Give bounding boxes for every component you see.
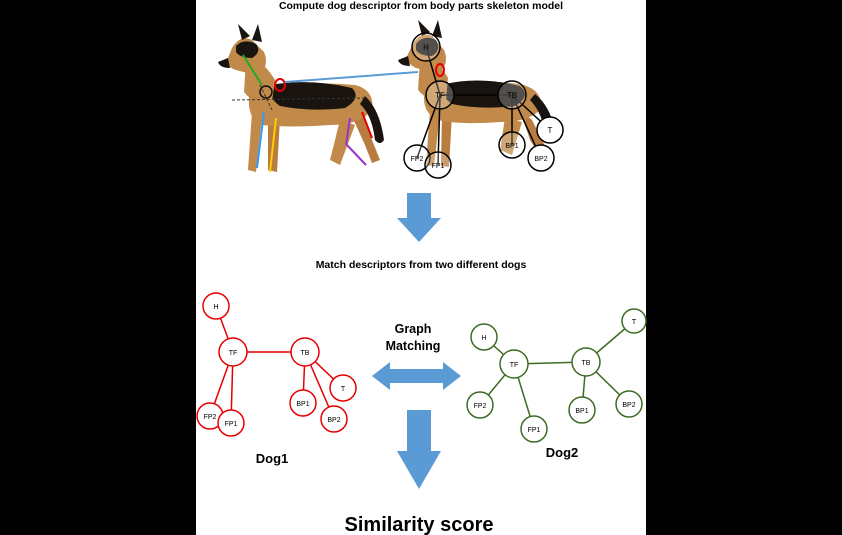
top-caption: Compute dog descriptor from body parts s…: [279, 0, 563, 12]
svg-text:T: T: [341, 386, 346, 393]
svg-text:BP1: BP1: [505, 143, 518, 150]
svg-text:H: H: [481, 335, 486, 342]
right-skel-node-tf: TF: [425, 80, 455, 110]
down-arrow-top: [397, 193, 441, 242]
svg-text:T: T: [548, 126, 553, 135]
right-dog-skeleton: H TF TB T BP1 BP2 FP2 FP1: [403, 32, 564, 179]
match-caption: Match descriptors from two different dog…: [316, 259, 527, 271]
dog2-node-fp1: FP1: [520, 415, 548, 443]
dog1-node-bp1: BP1: [289, 389, 317, 417]
svg-text:FP1: FP1: [225, 421, 238, 428]
graph-matching-line1: Graph: [395, 322, 432, 336]
svg-text:BP2: BP2: [327, 417, 340, 424]
dog1-node-h: H: [202, 292, 230, 320]
correspondence-line: [284, 71, 419, 83]
dog1-label: Dog1: [256, 451, 289, 466]
right-skel-node-t: T: [536, 116, 564, 144]
svg-text:BP2: BP2: [622, 402, 635, 409]
dog1-node-tf: TF: [218, 337, 248, 367]
svg-text:BP2: BP2: [534, 156, 547, 163]
svg-text:TB: TB: [507, 91, 517, 100]
svg-text:FP2: FP2: [411, 156, 424, 163]
svg-text:FP1: FP1: [432, 163, 445, 170]
right-skel-node-fp2: FP2: [403, 144, 431, 172]
dog1-node-fp1: FP1: [217, 409, 245, 437]
dog2-node-tb: TB: [571, 347, 601, 377]
dog2-label: Dog2: [546, 445, 579, 460]
right-skel-node-tb: TB: [497, 80, 527, 110]
svg-text:TF: TF: [229, 350, 238, 357]
svg-text:FP1: FP1: [528, 427, 541, 434]
svg-text:BP1: BP1: [575, 408, 588, 415]
svg-text:TF: TF: [435, 91, 445, 100]
svg-text:H: H: [213, 304, 218, 311]
dog2-node-tf: TF: [499, 349, 529, 379]
dog2-node-bp2: BP2: [615, 390, 643, 418]
dog2-node-bp1: BP1: [568, 396, 596, 424]
dog2-node-h: H: [470, 323, 498, 351]
double-arrow: [372, 362, 461, 390]
svg-text:T: T: [632, 319, 637, 326]
dog1-node-bp2: BP2: [320, 405, 348, 433]
similarity-score-label: Similarity score: [345, 514, 494, 535]
right-skel-node-h: H: [411, 32, 441, 62]
down-arrow-bottom: [397, 410, 441, 489]
svg-text:TB: TB: [582, 360, 591, 367]
svg-text:BP1: BP1: [296, 401, 309, 408]
right-skel-node-fp1: FP1: [424, 151, 452, 179]
svg-text:FP2: FP2: [474, 403, 487, 410]
left-dog-body-part-lines: [231, 54, 373, 173]
svg-text:H: H: [423, 43, 429, 52]
svg-text:TF: TF: [510, 362, 519, 369]
dog1-node-t: T: [329, 374, 357, 402]
graph-matching-line2: Matching: [386, 339, 441, 353]
dog1-node-tb: TB: [290, 337, 320, 367]
right-skel-node-bp2: BP2: [527, 144, 555, 172]
svg-text:TB: TB: [301, 350, 310, 357]
dog2-node-fp2: FP2: [466, 391, 494, 419]
svg-text:FP2: FP2: [204, 414, 217, 421]
right-skel-node-bp1: BP1: [498, 131, 526, 159]
dog2-node-t: T: [621, 308, 647, 334]
